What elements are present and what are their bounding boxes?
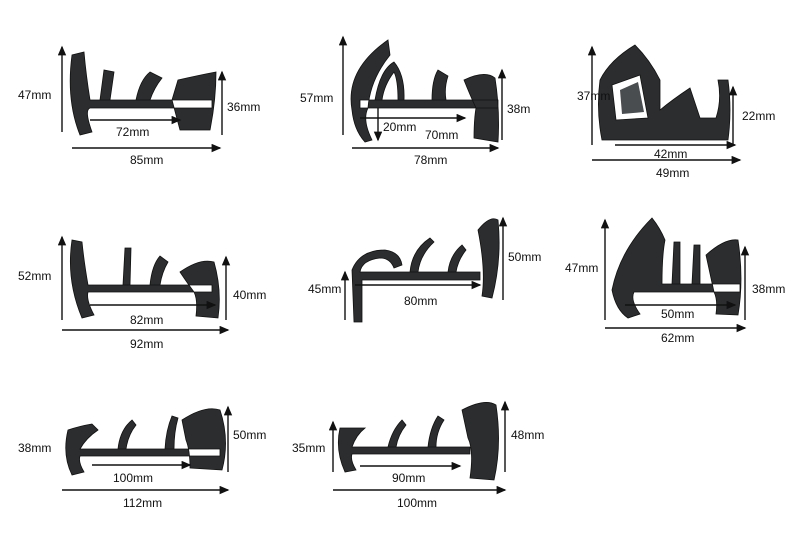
profile-3-height-right: 22mm [742,109,775,123]
profile-7-inner-width: 100mm [113,471,153,485]
profile-6-total-width: 62mm [661,331,694,345]
profile-6-shape [611,217,742,319]
profile-8: 35mm 48mm 90mm 100mm [292,400,544,510]
profile-3-total-width: 49mm [656,166,689,180]
profile-4-height-right: 40mm [233,288,266,302]
profile-5-inner-width: 80mm [404,294,437,308]
profile-6: 47mm 38mm 50mm 62mm [565,217,785,345]
profile-2-depth: 20mm [383,120,416,134]
profile-8-total-width: 100mm [397,496,437,510]
profile-2-height-left: 57mm [300,91,333,105]
profile-1-height-left: 47mm [18,88,51,102]
profile-6-inner-width: 50mm [661,307,694,321]
profile-1: 47mm 36mm 72mm 85mm [18,45,260,167]
profile-2-shape [350,39,499,143]
profile-5: 50mm 45mm 80mm [308,216,541,323]
profile-1-shape [69,51,217,136]
profile-4-shape [70,239,220,319]
profile-3-shape [598,44,731,141]
profile-7: 38mm 50mm 100mm 112mm [18,405,266,510]
profile-1-inner-width: 72mm [116,125,149,139]
profile-1-height-right: 36mm [227,100,260,114]
profile-4-inner-width: 82mm [130,313,163,327]
profile-8-height-left: 35mm [292,441,325,455]
profile-8-inner-width: 90mm [392,471,425,485]
profile-6-height-left: 47mm [565,261,598,275]
profile-3-height-left: 37mm [577,89,610,103]
profile-4-height-left: 52mm [18,269,51,283]
profile-7-height-right: 50mm [233,428,266,442]
profile-5-height-right: 50mm [508,250,541,264]
profile-3: 37mm 22mm 42mm 49mm [577,44,775,180]
profile-5-shape [351,218,500,323]
profile-4: 52mm 40mm 82mm 92mm [18,235,266,351]
profile-7-height-left: 38mm [18,441,51,455]
profile-2: 57mm 38m 20mm 70mm 78mm [300,35,530,167]
profile-8-shape [337,402,499,481]
profile-3-inner-width: 42mm [654,147,687,161]
profile-4-total-width: 92mm [130,337,163,351]
profile-7-shape [65,408,226,476]
profile-1-total-width: 85mm [130,153,163,167]
profile-7-total-width: 112mm [123,496,162,510]
profile-5-height-left: 45mm [308,282,341,296]
profile-8-height-right: 48mm [511,428,544,442]
profile-2-height-right: 38m [507,102,530,116]
profile-6-height-right: 38mm [752,282,785,296]
profile-2-inner-width: 70mm [425,128,458,142]
profile-2-total-width: 78mm [414,153,447,167]
